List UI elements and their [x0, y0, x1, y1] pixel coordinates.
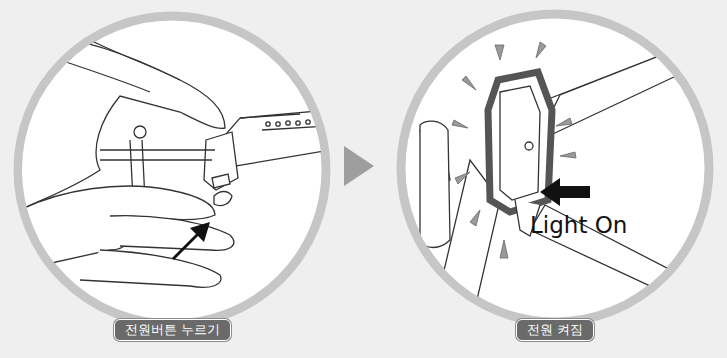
step-label: 전원 켜짐 [516, 319, 594, 341]
press-arrow [172, 222, 210, 260]
step-text: 전원버튼 누르기 [125, 321, 220, 339]
step-circle [401, 14, 709, 322]
callout-text: Light On [530, 212, 627, 238]
step-text: 전원 켜짐 [527, 321, 583, 339]
step-label: 전원버튼 누르기 [114, 319, 231, 341]
indicator-arrow [540, 178, 590, 206]
step-circle [18, 16, 326, 324]
step-arrow [344, 146, 374, 186]
device-power-on [420, 40, 710, 330]
hand-pressing-button [20, 37, 330, 287]
